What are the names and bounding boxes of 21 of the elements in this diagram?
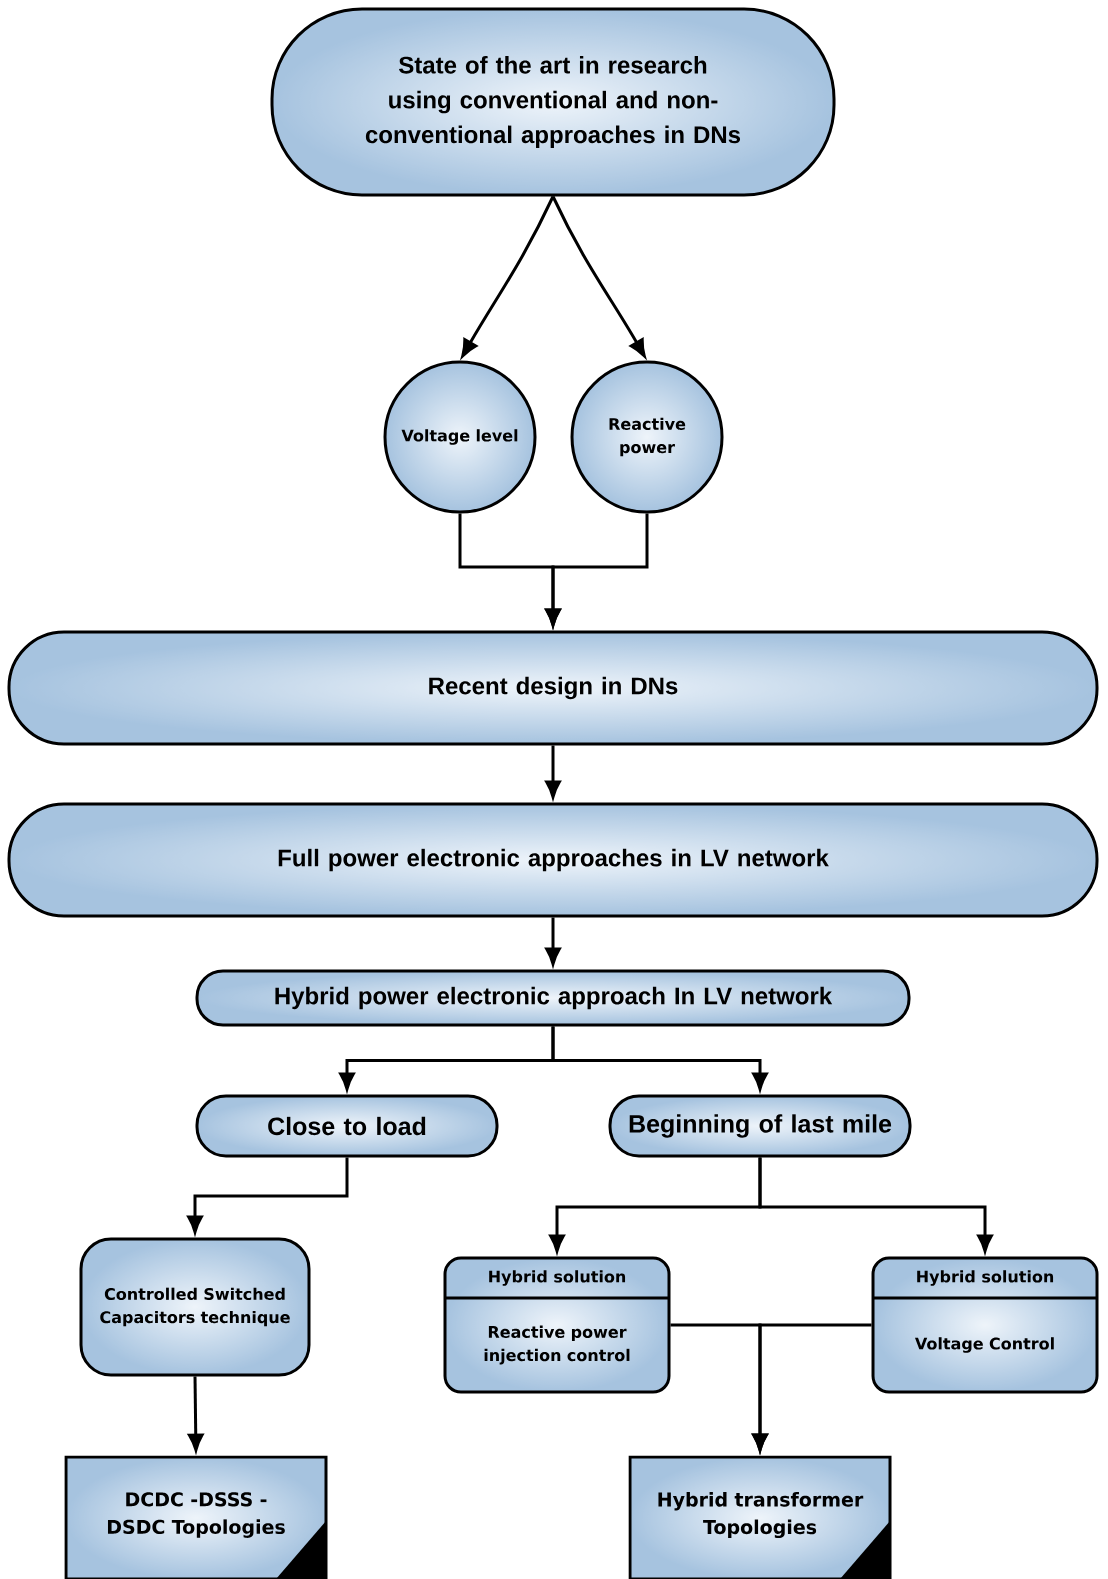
titled-box: Hybrid solution Reactive power injection control: [443, 1256, 671, 1394]
rounded-box: Hybrid power electronic approach In LV network: [195, 969, 911, 1027]
rounded-box: Beginning of last mile: [608, 1094, 912, 1158]
arrow: [758, 1157, 993, 1253]
circle-node: Voltage level: [383, 360, 537, 514]
arrow: [551, 1026, 768, 1091]
rounded-box: Close to load: [195, 1094, 499, 1158]
document-box: DCDC -DSSS -DSDC Topologies: [64, 1455, 328, 1579]
arrow: [545, 917, 561, 966]
rounded-box: Full power electronic approaches in LV network: [7, 802, 1099, 918]
arrow: [545, 513, 649, 627]
rounded-box: State of the art in research using conventional and non-conventional approaches in DNs: [270, 7, 836, 197]
circle-node: Reactive power: [570, 360, 724, 514]
arrow: [551, 195, 646, 358]
arrow: [187, 1157, 349, 1234]
arrow: [461, 195, 555, 358]
document-box: Hybrid transformer Topologies: [628, 1455, 892, 1579]
rounded-box: Recent design in DNs: [7, 630, 1099, 746]
arrow: [545, 745, 561, 799]
rounded-box: Controlled Switched Capacitors technique: [79, 1237, 311, 1377]
titled-box: Hybrid solution Voltage Control: [871, 1256, 1099, 1394]
